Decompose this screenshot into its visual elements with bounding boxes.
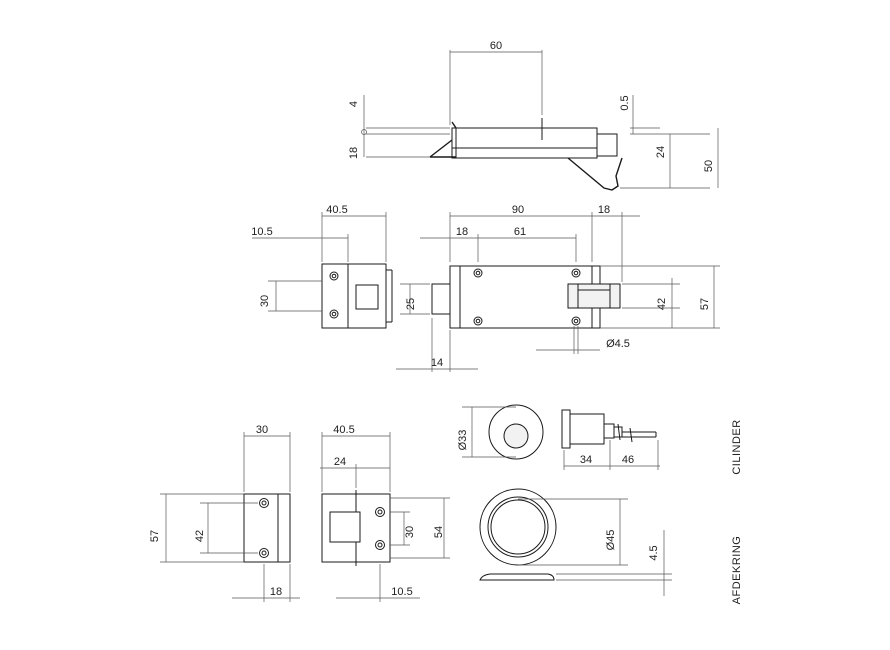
dim-lock-end: 18 [598, 204, 610, 216]
dim-strike-front-height: 54 [433, 526, 445, 538]
dim-front-height: 57 [149, 530, 161, 542]
dim-cylinder-diameter: Ø33 [457, 430, 469, 451]
dim-top-total: 50 [703, 160, 715, 172]
label-ring: AFDEKRING [731, 536, 743, 605]
dim-ring-diameter: Ø45 [605, 530, 617, 551]
dim-top-height: 18 [348, 147, 360, 159]
dim-strike-front-width: 40.5 [333, 424, 354, 436]
dim-lock-screw-span: 61 [514, 226, 526, 238]
dim-cylinder-body: 34 [580, 454, 592, 466]
dim-strike-width: 40.5 [326, 204, 347, 216]
cylinder-view: Ø33 34 46 [457, 404, 660, 470]
dim-bolt-height: 25 [405, 298, 417, 310]
dim-lock-knob-height: 42 [656, 298, 668, 310]
strike-plate-view: 40.5 10.5 30 [251, 204, 393, 329]
dim-screw-diameter: Ø4.5 [606, 338, 630, 350]
dim-lock-screw-offset: 18 [456, 226, 468, 238]
dim-strike-front-opening: 30 [404, 526, 416, 538]
dim-cylinder-pin: 46 [622, 454, 634, 466]
dim-front-screw-span: 42 [194, 530, 206, 542]
dim-lock-total-height: 57 [699, 298, 711, 310]
dim-front-bottom: 18 [270, 586, 282, 598]
dim-top-width: 60 [490, 40, 502, 52]
dim-top-lip: 0.5 [619, 95, 631, 110]
dim-lock-length: 90 [512, 204, 524, 216]
dim-strike-front-inner: 24 [334, 456, 346, 468]
lock-body-view: 90 18 18 61 25 14 42 57 Ø4.5 [396, 204, 720, 372]
cover-ring-view: Ø45 4.5 [479, 488, 672, 596]
dim-strike-offset: 10.5 [251, 226, 272, 238]
strike-front-view: 40.5 24 30 54 10.5 [320, 424, 450, 602]
dim-top-handle: 24 [655, 146, 667, 158]
top-side-view: 60 4 18 0.5 24 50 [348, 40, 719, 191]
dim-top-gap: 4 [348, 101, 360, 107]
dim-ring-thickness: 4.5 [648, 545, 660, 560]
dim-front-width: 30 [256, 424, 268, 436]
dim-strike-height: 30 [259, 295, 271, 307]
label-cylinder: CILINDER [731, 419, 743, 474]
front-view: 30 57 42 18 [149, 424, 300, 602]
dim-strike-front-bottom: 10.5 [391, 586, 412, 598]
dim-bolt-extend: 14 [431, 357, 443, 369]
